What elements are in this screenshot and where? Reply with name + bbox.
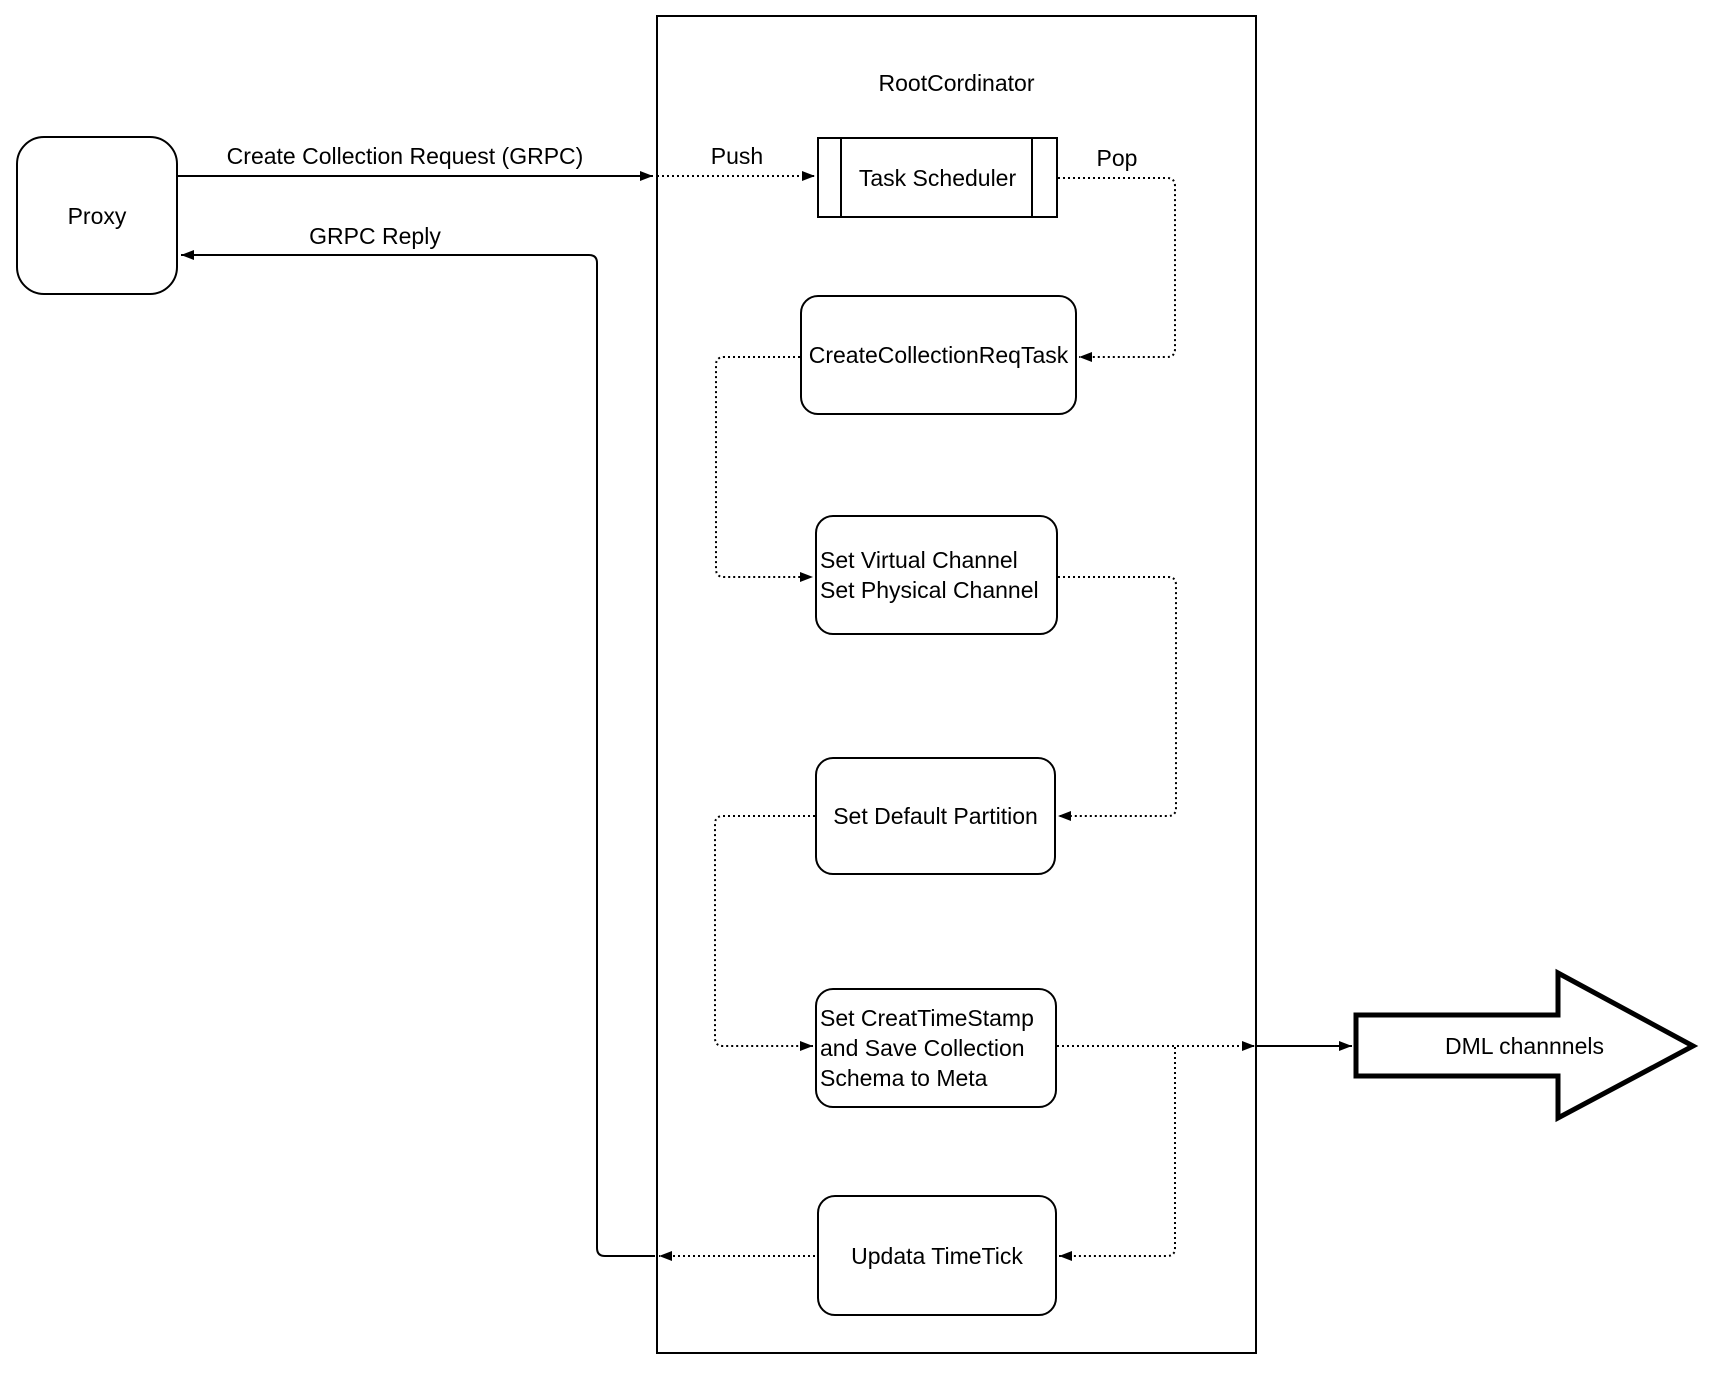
set-creat-timestamp-line-3: Schema to Meta (820, 1065, 988, 1091)
label-create-collection-request: Create Collection Request (GRPC) (224, 143, 586, 169)
node-set-default-partition: Set Default Partition (815, 757, 1056, 875)
label-pop: Pop (1094, 145, 1140, 171)
set-channels-line-2: Set Physical Channel (820, 577, 1039, 603)
edge-channels-to-partition (1058, 576, 1177, 821)
set-creat-timestamp-line-1: Set CreatTimeStamp (820, 1005, 1034, 1031)
node-set-channels: Set Virtual Channel Set Physical Channel (815, 515, 1058, 635)
edge-grpc-reply (181, 250, 655, 1257)
edge-timestamp-to-timetick (1059, 1047, 1176, 1261)
set-channels-line-1: Set Virtual Channel (820, 547, 1018, 573)
node-dml-channels-label: DML channnels (1356, 973, 1693, 1119)
task-scheduler-right-bar (1031, 139, 1033, 216)
label-grpc-reply: GRPC Reply (307, 223, 443, 249)
rootcordinator-container: RootCordinator (656, 15, 1257, 1354)
node-updata-timetick: Updata TimeTick (817, 1195, 1057, 1316)
dml-channels-text: DML channnels (1445, 1032, 1604, 1059)
label-push: Push (708, 143, 766, 169)
node-task-scheduler: Task Scheduler (817, 137, 1058, 218)
node-proxy-label: Proxy (67, 202, 127, 229)
edge-partition-to-timestamp (714, 815, 815, 1051)
set-creat-timestamp-line-2: and Save Collection (820, 1035, 1025, 1061)
node-create-collection-req-task-label: CreateCollectionReqTask (808, 342, 1069, 368)
rootcordinator-title: RootCordinator (878, 70, 1035, 96)
node-set-default-partition-label: Set Default Partition (833, 803, 1038, 829)
node-task-scheduler-label: Task Scheduler (858, 164, 1017, 191)
edge-pop (1058, 177, 1176, 362)
node-updata-timetick-label: Updata TimeTick (851, 1242, 1023, 1269)
task-scheduler-left-bar (840, 139, 842, 216)
dml-arrow-shape (1353, 968, 1699, 1123)
node-create-collection-req-task: CreateCollectionReqTask (800, 295, 1077, 415)
node-set-creat-timestamp: Set CreatTimeStamp and Save Collection S… (815, 988, 1057, 1108)
edge-reqtask-to-channels (715, 356, 813, 582)
node-proxy: Proxy (16, 136, 178, 295)
